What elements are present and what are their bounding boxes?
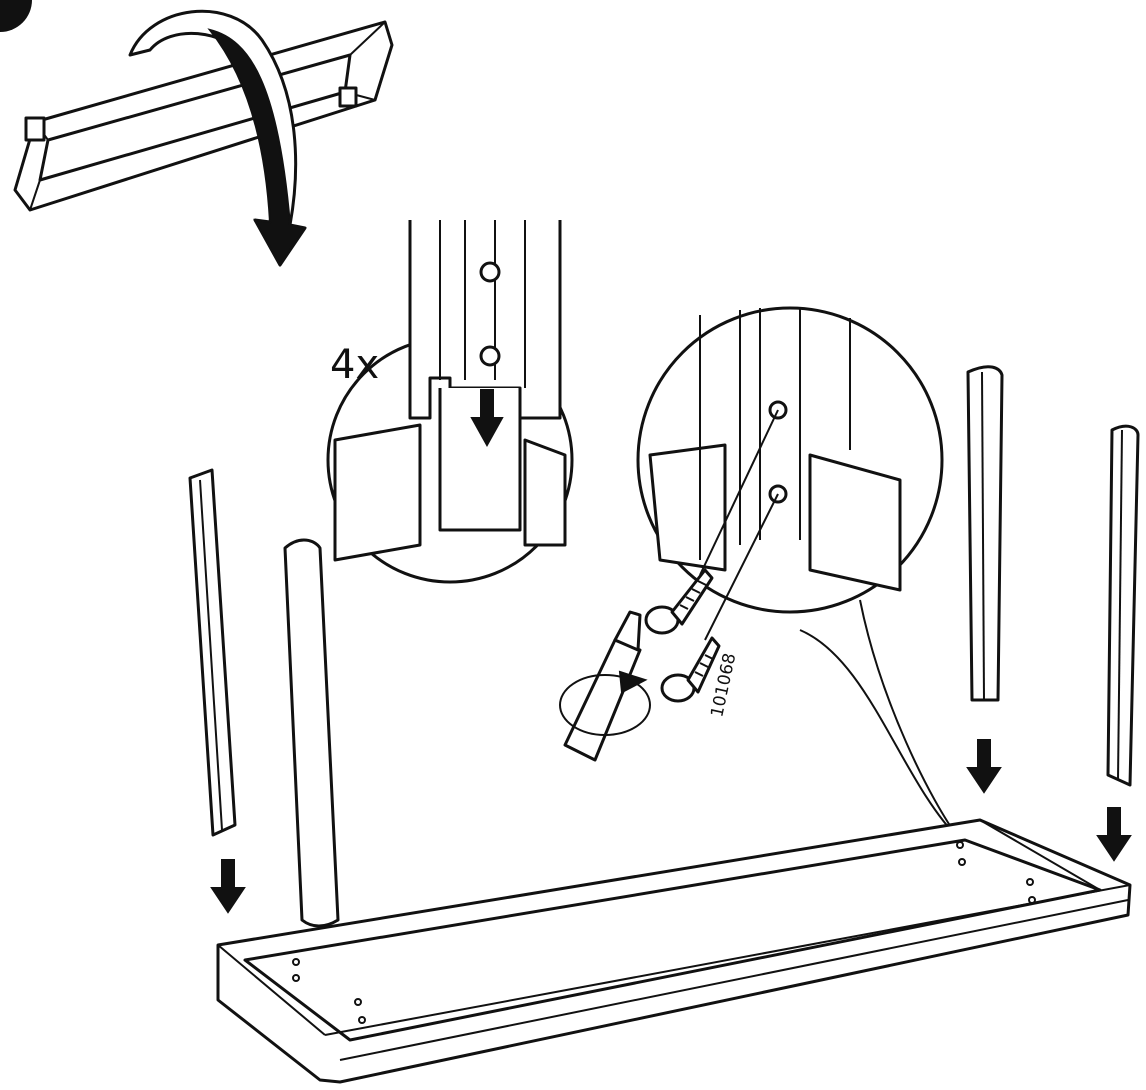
detail-circle-insert (326, 220, 574, 584)
step-number-badge (0, 0, 32, 32)
turn-arrow-icon (559, 670, 651, 736)
post-left-outer (188, 468, 237, 837)
screw-icon (660, 636, 721, 703)
post-left-inner (283, 538, 340, 928)
screw-icon (644, 568, 714, 635)
frame-screws (292, 841, 1036, 1024)
rotate-arrow-icon (128, 9, 307, 267)
flip-frame-illustration (13, 20, 394, 212)
down-arrow-icon (210, 859, 246, 914)
base-frame (216, 818, 1132, 1084)
post-right-back (1106, 424, 1140, 787)
down-arrow-icon (1096, 807, 1132, 862)
callout-line (799, 599, 961, 841)
down-arrow-icon (470, 389, 504, 448)
down-arrow-icon (966, 739, 1002, 794)
detail-circle-screw (636, 306, 944, 641)
post-right-front (966, 365, 1004, 702)
quantity-label: 4x (330, 342, 379, 388)
